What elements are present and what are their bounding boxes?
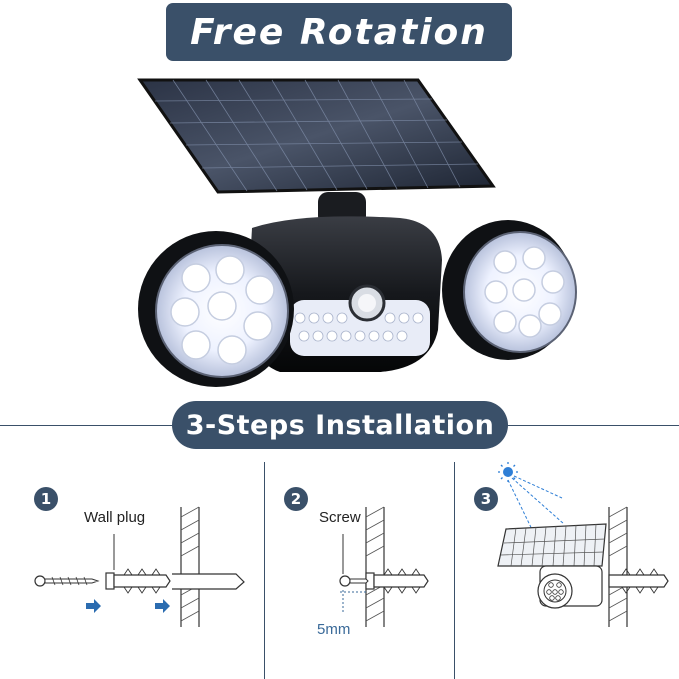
light-head-icon xyxy=(138,231,294,387)
wall-plug-icon xyxy=(105,568,171,594)
solar-panel-icon xyxy=(137,78,496,194)
wall xyxy=(172,506,245,627)
wall-plug-icon xyxy=(365,568,429,594)
step-1-diagram xyxy=(34,506,245,627)
column-divider xyxy=(454,462,455,679)
page-title: Free Rotation xyxy=(166,3,512,61)
step-number-3: 3 xyxy=(474,487,498,511)
arrow-right-icon xyxy=(86,599,101,613)
screw-icon xyxy=(34,575,100,587)
light-head-icon xyxy=(442,220,577,360)
sun-icon xyxy=(498,462,518,482)
step-3-diagram xyxy=(497,462,669,627)
step-number-1: 1 xyxy=(34,487,58,511)
wall xyxy=(365,506,385,627)
solar-light-product-image xyxy=(137,78,577,387)
screw-icon xyxy=(339,575,369,587)
light-head-icon xyxy=(537,565,603,609)
wall-plug-icon xyxy=(608,568,669,594)
wall-plug-label: Wall plug xyxy=(84,509,146,526)
measure-label: 5mm xyxy=(317,621,351,638)
step-number-2: 2 xyxy=(284,487,308,511)
arrow-right-icon xyxy=(155,599,170,613)
step-2-diagram xyxy=(339,506,429,627)
wall xyxy=(608,506,628,627)
column-divider xyxy=(264,462,265,679)
solar-panel-icon xyxy=(497,523,607,567)
screw-label: Screw xyxy=(319,509,361,526)
measure-indicator xyxy=(340,590,366,614)
light-body xyxy=(247,216,442,372)
installation-title: 3-Steps Installation xyxy=(172,401,508,449)
